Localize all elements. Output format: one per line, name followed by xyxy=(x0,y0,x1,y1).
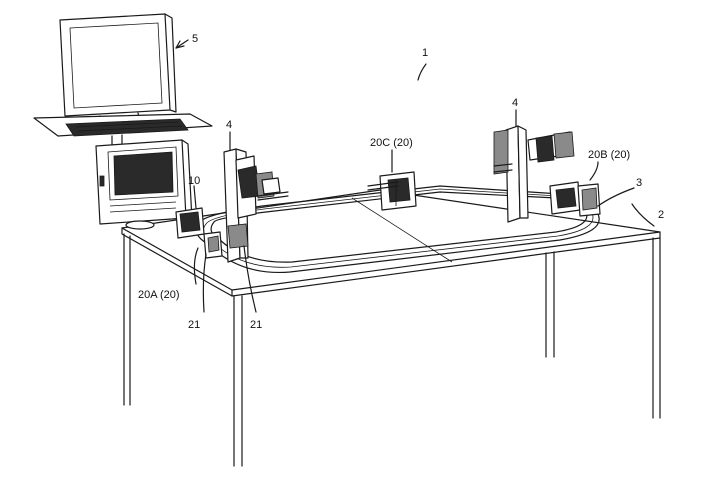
carrier-20a xyxy=(175,207,223,259)
label-carrier-a: 20A (20) xyxy=(138,289,180,301)
label-track: 3 xyxy=(636,177,642,189)
label-robot-left: 4 xyxy=(226,119,232,131)
label-system: 1 xyxy=(422,47,428,59)
robot-right xyxy=(493,125,575,223)
label-controller: 10 xyxy=(188,175,200,187)
label-table: 2 xyxy=(658,209,664,221)
carrier-20c xyxy=(367,171,417,211)
label-computer: 5 xyxy=(192,33,198,45)
leader-lines xyxy=(175,39,655,313)
carrier-20b xyxy=(549,181,601,217)
label-stopper-left: 21 xyxy=(188,319,200,331)
label-carrier-c: 20C (20) xyxy=(370,137,413,149)
label-robot-right: 4 xyxy=(512,97,518,109)
label-stopper-right: 21 xyxy=(250,319,262,331)
robot-left xyxy=(223,148,289,263)
computer xyxy=(33,13,213,230)
label-carrier-b: 20B (20) xyxy=(588,149,630,161)
